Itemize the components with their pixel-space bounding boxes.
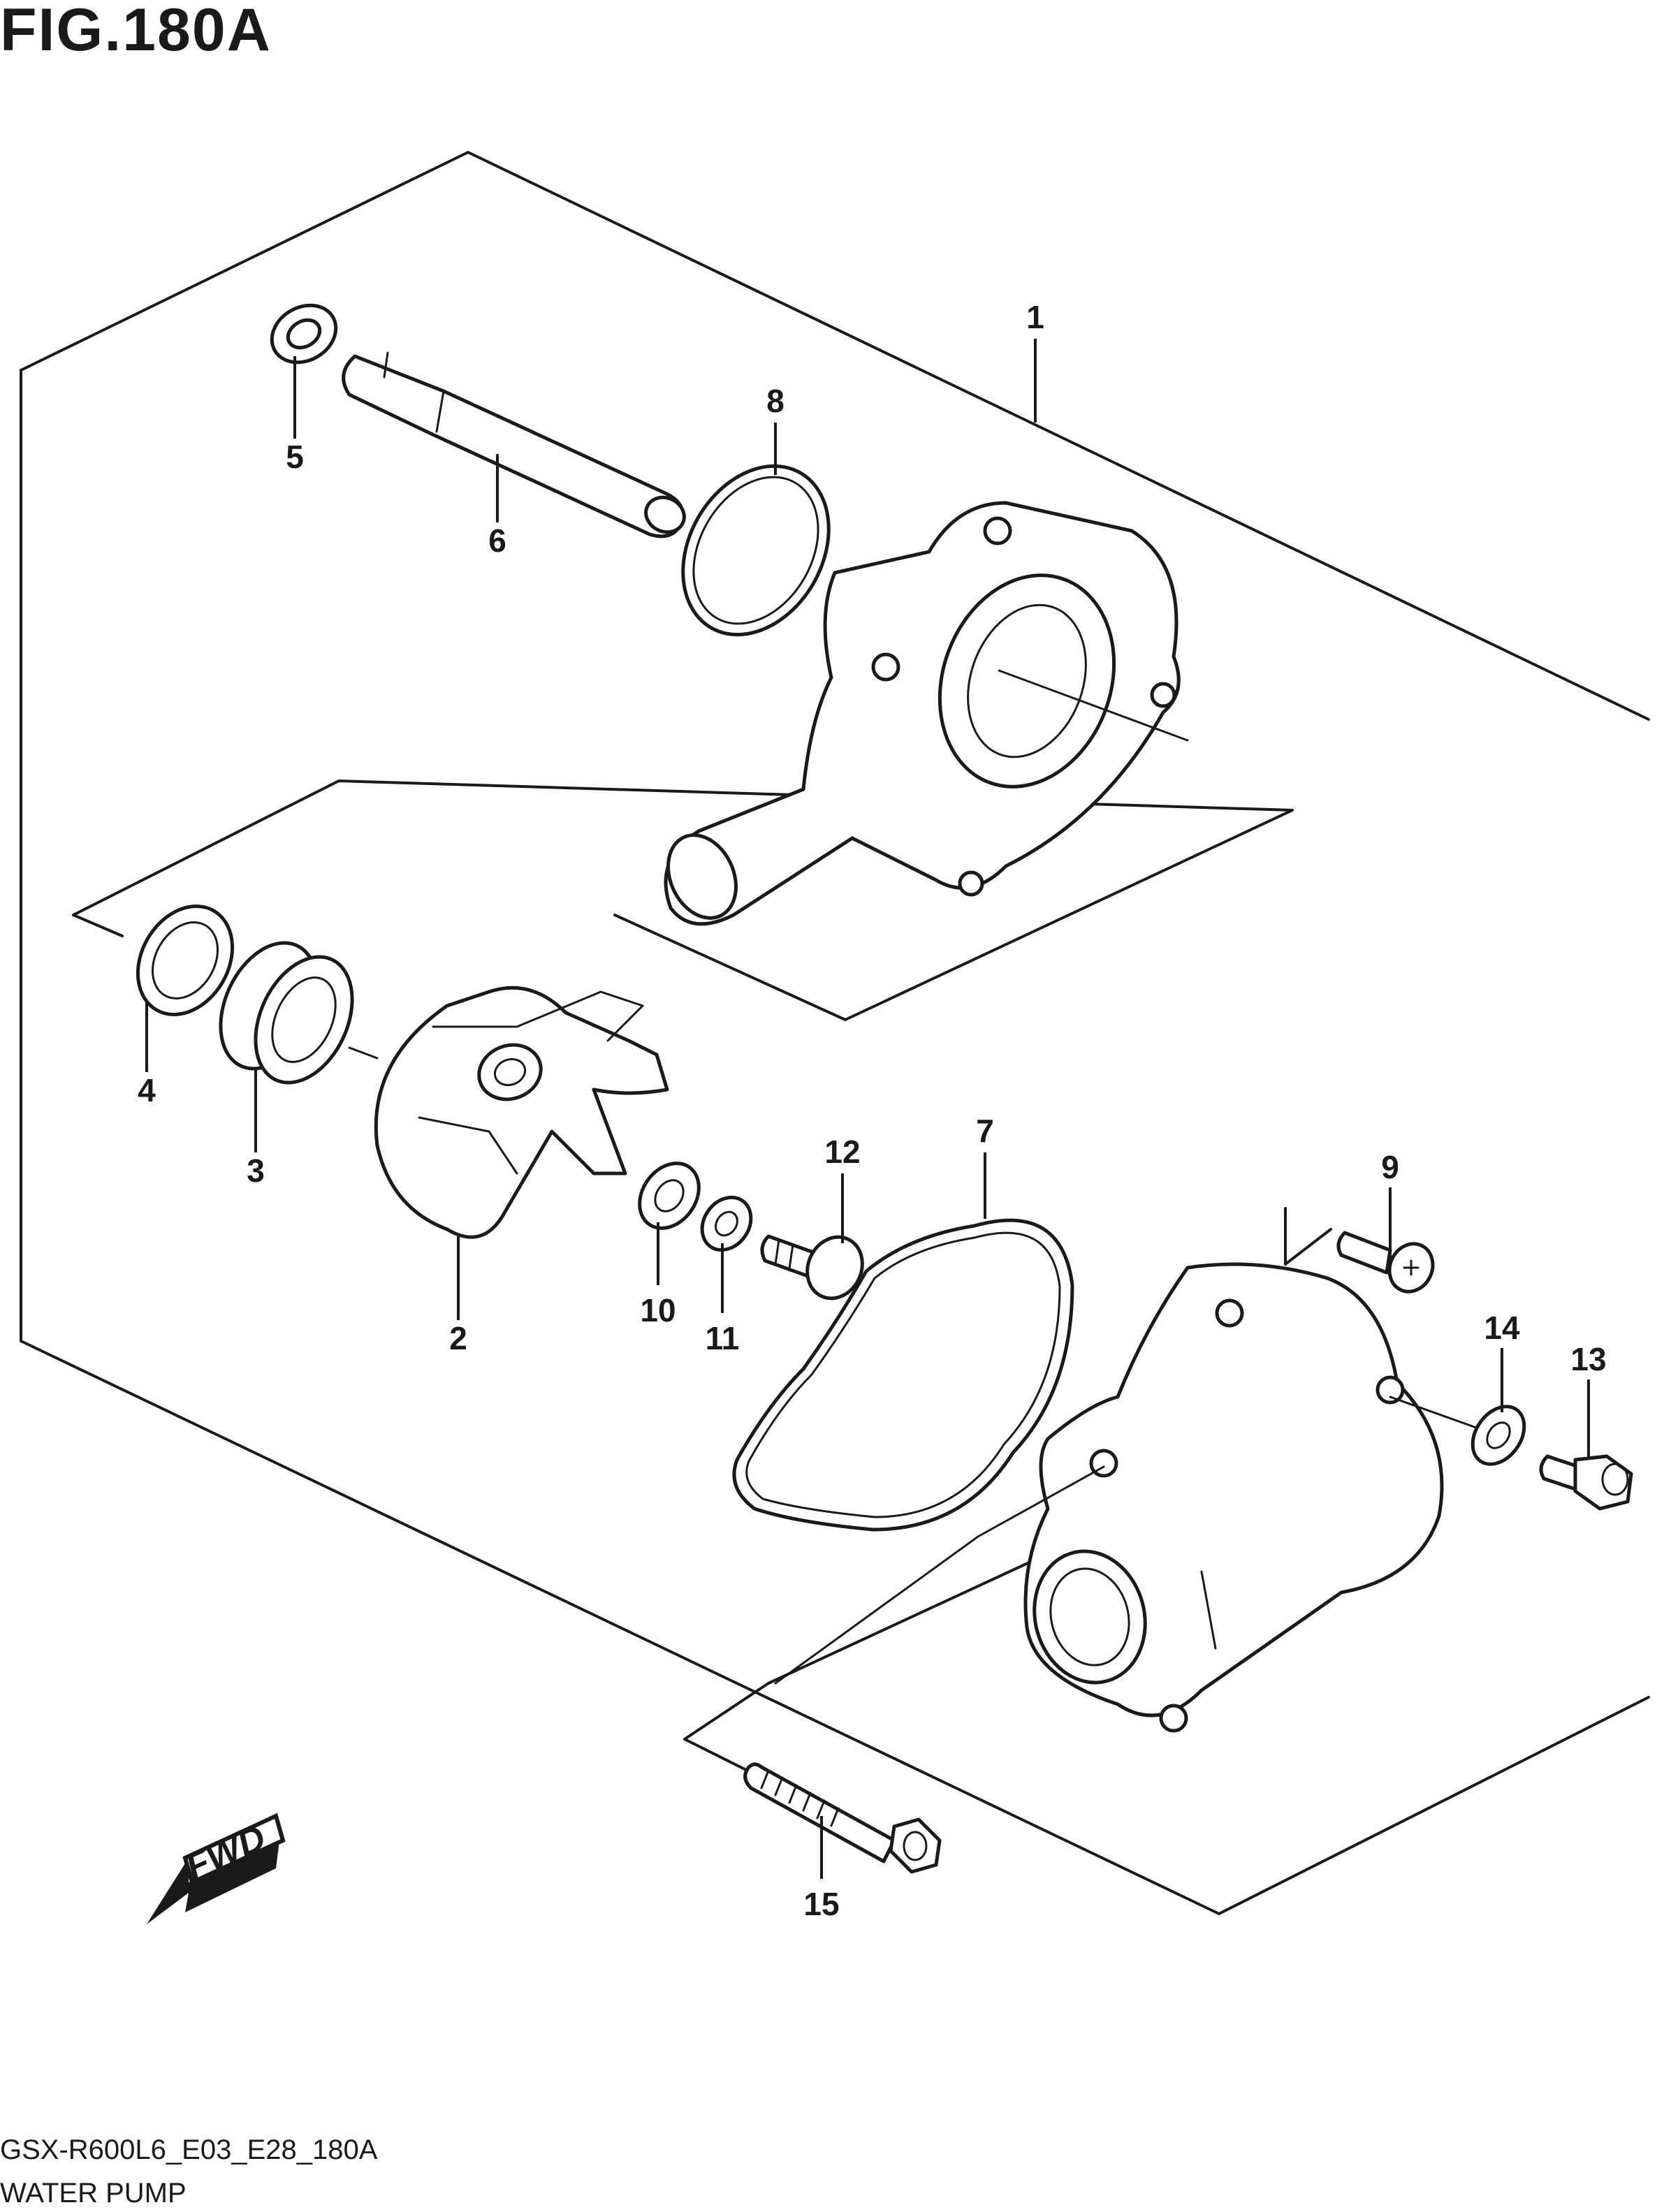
- callout-labels: 1 2 3 4 5 6 7 8 9 10 11 12 13 14 15: [138, 299, 1606, 1922]
- figure-code: GSX-R600L6_E03_E28_180A: [0, 2134, 378, 2165]
- o-ring-part-8: [681, 464, 831, 637]
- impeller-part-2: [374, 986, 669, 1239]
- washer-part-10: [638, 1162, 701, 1230]
- figure-title: FIG.180A: [0, 0, 272, 64]
- seal-part-4: [136, 904, 235, 1016]
- figure-name: WATER PUMP: [0, 2178, 187, 2209]
- callout-1: 1: [1026, 299, 1044, 335]
- callout-3: 3: [247, 1152, 265, 1189]
- fwd-arrow: FWD: [147, 1812, 286, 1924]
- shaft-part-6: [342, 351, 686, 539]
- callout-7: 7: [976, 1113, 994, 1149]
- callout-8: 8: [766, 383, 784, 419]
- callout-2: 2: [449, 1320, 467, 1356]
- callout-9: 9: [1381, 1149, 1399, 1185]
- callout-4: 4: [138, 1072, 156, 1108]
- bolt-part-13: [1539, 1454, 1633, 1511]
- callout-leaders: [145, 339, 1590, 1879]
- bolt-part-12: [760, 1234, 864, 1301]
- bolt-part-15: [743, 1762, 942, 1874]
- callout-6: 6: [488, 522, 506, 559]
- gasket-part-7: [732, 1218, 1074, 1532]
- callout-5: 5: [286, 439, 304, 475]
- callout-15: 15: [803, 1886, 839, 1922]
- callout-11: 11: [706, 1320, 740, 1356]
- callout-12: 12: [824, 1134, 860, 1170]
- washer-part-14: [1470, 1405, 1526, 1466]
- pump-body-part-1: [664, 501, 1189, 926]
- washer-part-11: [700, 1195, 753, 1252]
- pump-cover: [774, 1262, 1489, 1733]
- mechanical-seal-part-3: [219, 941, 379, 1085]
- callout-14: 14: [1484, 1310, 1520, 1346]
- washer-part-5: [270, 303, 338, 365]
- callout-10: 10: [640, 1292, 676, 1328]
- callout-13: 13: [1570, 1341, 1606, 1377]
- bolt-part-9: [1336, 1231, 1435, 1294]
